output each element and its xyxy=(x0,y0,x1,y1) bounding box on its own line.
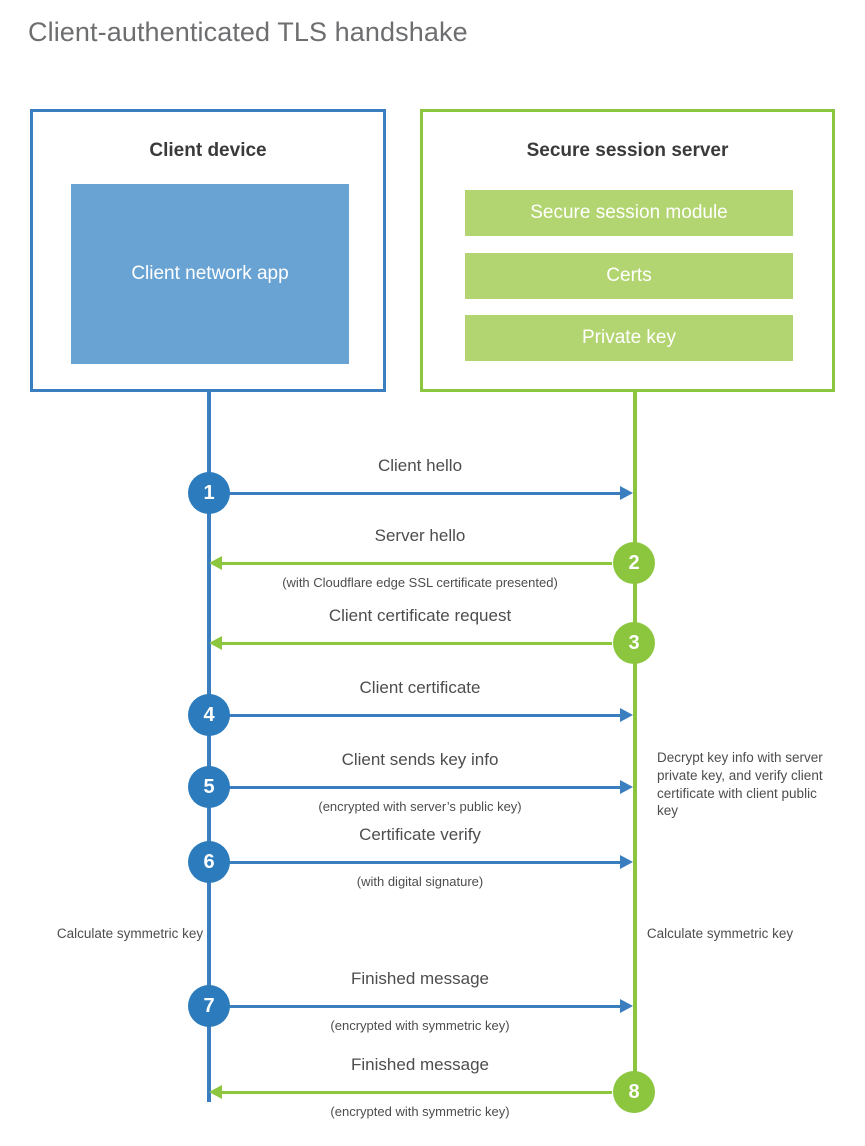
step-badge-1[interactable]: 1 xyxy=(188,472,230,514)
secure-session-server-title: Secure session server xyxy=(526,140,729,161)
step-badge-4[interactable]: 4 xyxy=(188,694,230,736)
message-label-7: Finished message xyxy=(351,969,489,988)
client-calculate-symmetric-key-annotation: Calculate symmetric key xyxy=(56,926,204,941)
message-sub-2: (with Cloudflare edge SSL certificate pr… xyxy=(282,575,558,590)
message-arrow-head-5 xyxy=(620,780,633,794)
message-arrow-line-3 xyxy=(222,642,612,645)
message-arrow-head-6 xyxy=(620,855,633,869)
message-label-6: Certificate verify xyxy=(359,825,481,844)
message-arrow-line-2 xyxy=(222,562,612,565)
step-badge-6[interactable]: 6 xyxy=(188,841,230,883)
message-label-4: Client certificate xyxy=(359,678,481,697)
message-arrow-head-3 xyxy=(209,636,222,650)
message-arrow-head-8 xyxy=(209,1085,222,1099)
client-device-title: Client device xyxy=(149,140,267,161)
message-sub-6: (with digital signature) xyxy=(356,874,484,889)
step-badge-3[interactable]: 3 xyxy=(613,622,655,664)
server-decrypt-annotation: Decrypt key info with server private key… xyxy=(657,750,823,819)
message-arrow-line-5 xyxy=(209,786,622,789)
secure-session-server-box: Secure session server Secure session mod… xyxy=(420,109,835,392)
server-component-certs: Certs xyxy=(465,253,793,299)
message-label-2: Server hello xyxy=(374,526,466,545)
client-device-box: Client device Client network app xyxy=(30,109,386,392)
step-badge-7[interactable]: 7 xyxy=(188,985,230,1027)
server-calculate-symmetric-key-annotation: Calculate symmetric key xyxy=(646,926,794,941)
message-arrow-line-1 xyxy=(209,492,622,495)
client-lifeline xyxy=(207,392,211,1102)
step-badge-2[interactable]: 2 xyxy=(613,542,655,584)
message-arrow-line-4 xyxy=(209,714,622,717)
client-network-app-box: Client network app xyxy=(71,184,349,364)
message-arrow-head-7 xyxy=(620,999,633,1013)
step-badge-5[interactable]: 5 xyxy=(188,766,230,808)
message-arrow-head-4 xyxy=(620,708,633,722)
server-component-private-key: Private key xyxy=(465,315,793,361)
message-label-3: Client certificate request xyxy=(328,606,512,625)
message-label-5: Client sends key info xyxy=(341,750,499,769)
message-arrow-line-8 xyxy=(222,1091,612,1094)
message-label-8: Finished message xyxy=(351,1055,489,1074)
message-arrow-line-6 xyxy=(209,861,622,864)
message-label-1: Client hello xyxy=(377,456,463,475)
message-arrow-head-2 xyxy=(209,556,222,570)
message-sub-8: (encrypted with symmetric key) xyxy=(330,1104,510,1119)
message-sub-7: (encrypted with symmetric key) xyxy=(330,1018,510,1033)
message-arrow-head-1 xyxy=(620,486,633,500)
page-title: Client-authenticated TLS handshake xyxy=(28,17,468,47)
message-arrow-line-7 xyxy=(209,1005,622,1008)
server-lifeline xyxy=(633,392,637,1094)
server-component-secure-session-module: Secure session module xyxy=(465,190,793,236)
message-sub-5: (encrypted with server’s public key) xyxy=(318,799,522,814)
step-badge-8[interactable]: 8 xyxy=(613,1071,655,1113)
